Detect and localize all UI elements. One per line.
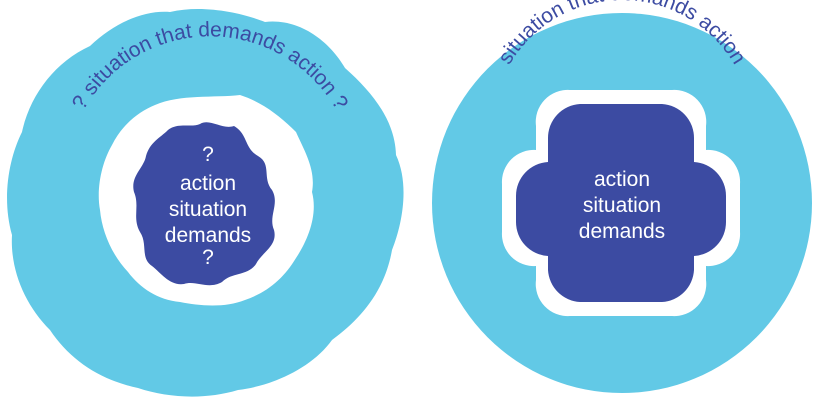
right-inner-line-3: demands [579,220,665,243]
right-diagram: situation that demands action action sit… [432,0,812,393]
left-inner-line-1: ? [202,143,214,166]
left-inner-text: ? action situation demands ? [165,143,251,269]
left-inner-line-4: demands [165,224,251,247]
left-inner-line-2: action [180,172,236,195]
left-inner-line-5: ? [202,246,214,269]
left-inner-line-3: situation [169,198,247,221]
left-inner-blob [133,122,275,286]
right-inner-quatrefoil [515,104,727,302]
right-inner-text: action situation demands [579,168,665,243]
right-inner-line-2: situation [583,194,661,217]
left-diagram: ? situation that demands action ? ? acti… [7,9,404,397]
right-inner-line-1: action [594,168,650,191]
